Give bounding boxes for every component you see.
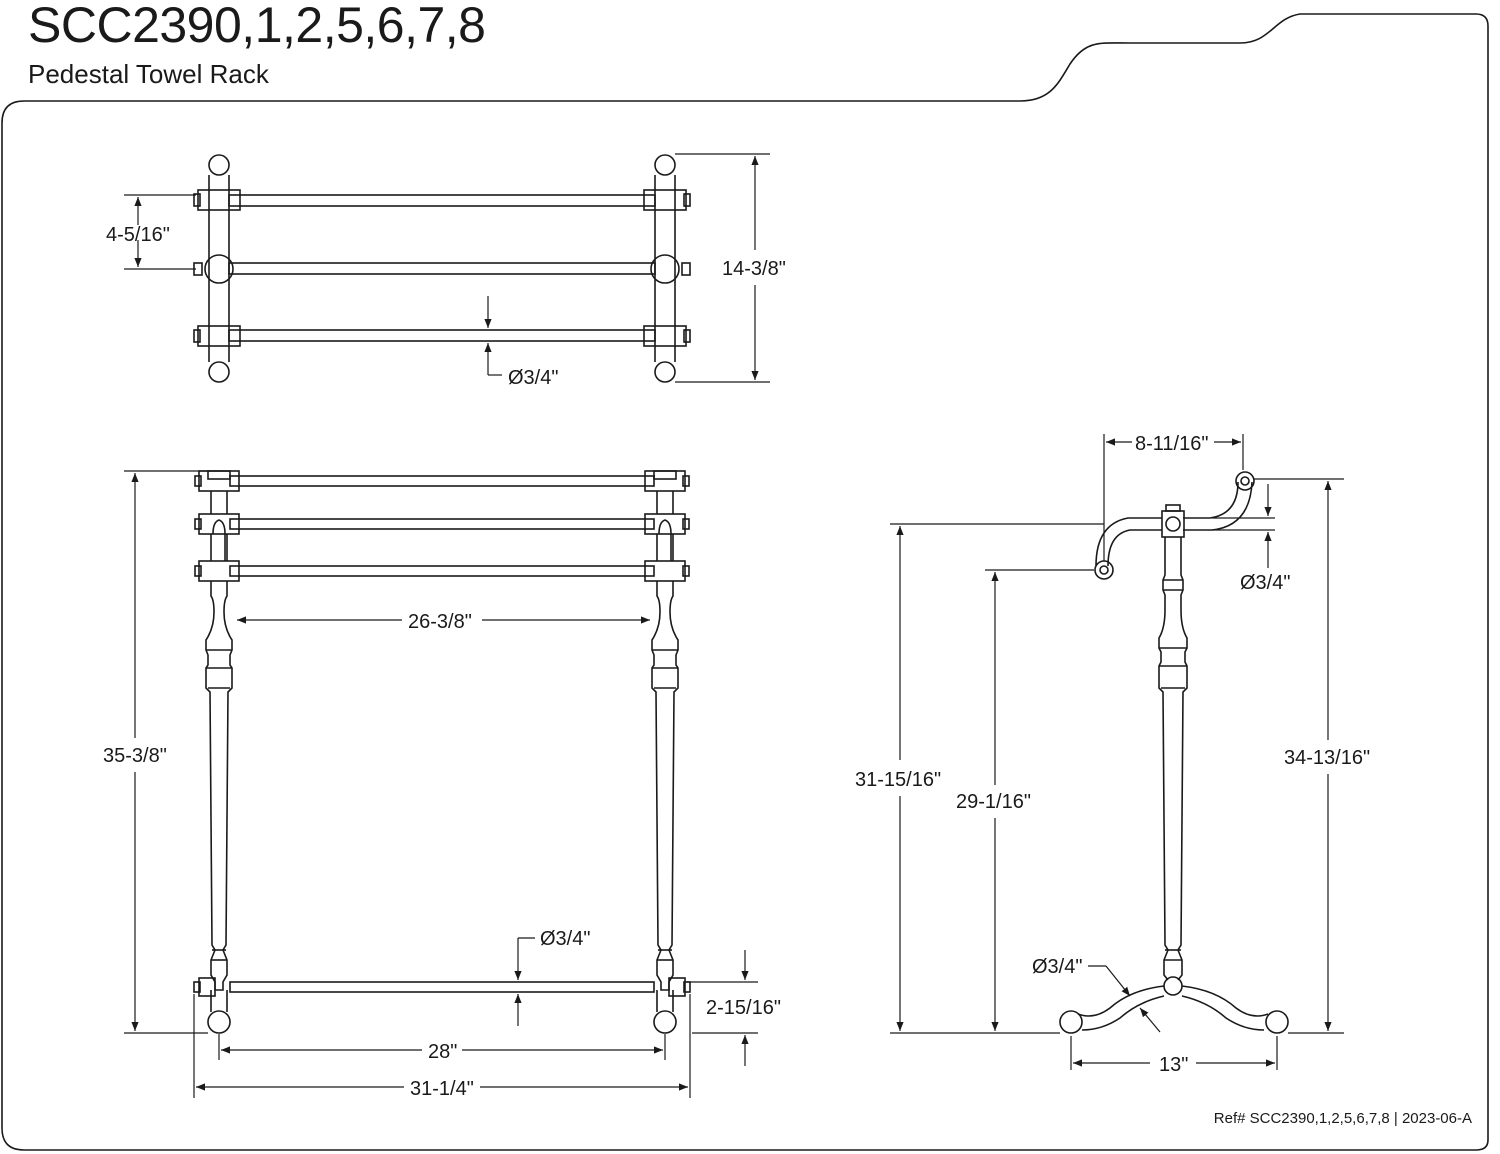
dim-top-bar-diameter: Ø3/4" [508, 367, 558, 389]
dim-bottom-bar-diameter: Ø3/4" [540, 928, 590, 950]
product-name: Pedestal Towel Rack [28, 59, 269, 89]
sheet-frame [1, 13, 1489, 1151]
dim-base-span: 28" [428, 1041, 457, 1063]
dim-arm-reach: 8-11/16" [1135, 433, 1208, 455]
dim-bottom-bar-height: 2-15/16" [706, 997, 781, 1019]
side-view [1059, 471, 1289, 1034]
side-view-dimensions [890, 434, 1344, 1070]
dim-lower-arm-height: 29-1/16" [956, 791, 1031, 813]
top-view-dimensions [124, 153, 770, 383]
dimension-labels: 4-5/16" 14-3/8" Ø3/4" 35-3/8" 26-3/8" Ø3… [103, 224, 1370, 1100]
model-number: SCC2390,1,2,5,6,7,8 [28, 0, 486, 53]
dim-inner-width: 26-3/8" [408, 611, 472, 633]
dim-side-height: 34-13/16" [1284, 747, 1370, 769]
front-view-dimensions [124, 470, 758, 1098]
dim-top-depth: 14-3/8" [722, 258, 786, 280]
dim-height: 35-3/8" [103, 745, 167, 767]
dim-arm-diameter: Ø3/4" [1240, 572, 1290, 594]
dim-top-spacing: 4-5/16" [106, 224, 170, 246]
front-view [193, 470, 691, 1034]
dim-arm-height: 31-15/16" [855, 769, 941, 791]
dim-foot-span: 13" [1159, 1054, 1188, 1076]
dim-overall-width: 31-1/4" [410, 1078, 474, 1100]
dim-foot-diameter: Ø3/4" [1032, 956, 1082, 978]
top-view [193, 154, 691, 383]
reference-number: Ref# SCC2390,1,2,5,6,7,8 | 2023-06-A [1213, 1110, 1472, 1127]
